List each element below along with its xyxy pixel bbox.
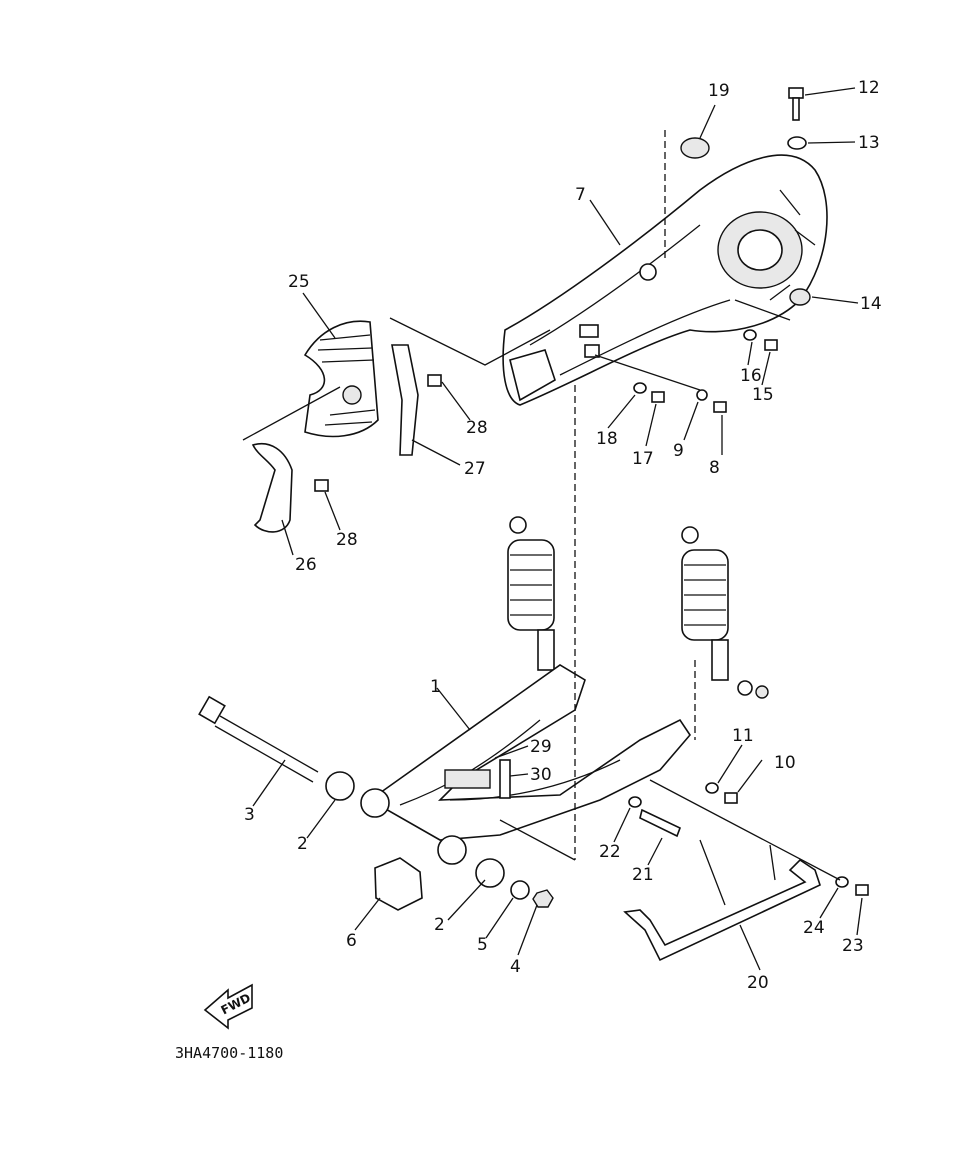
callout-8: 8 <box>709 458 720 478</box>
cap-part <box>680 137 710 159</box>
callout-30: 30 <box>530 765 552 785</box>
bolt-21-part <box>639 808 682 838</box>
callout-18: 18 <box>596 429 618 449</box>
washer-5-part <box>510 880 530 900</box>
screw-28-part <box>427 374 442 387</box>
fwd-arrow-icon: FWD <box>203 983 253 1030</box>
washer-13-part <box>787 136 807 150</box>
guide-26-part <box>251 443 293 533</box>
callout-23: 23 <box>842 936 864 956</box>
protector-6-part <box>374 857 423 911</box>
alignment-lines <box>242 130 841 881</box>
washer-16-part <box>743 329 757 341</box>
callout-16: 16 <box>740 366 762 386</box>
screw-28-part-b <box>314 479 329 492</box>
pivot-shaft-part <box>198 695 319 783</box>
callout-15: 15 <box>752 385 774 405</box>
callout-5: 5 <box>477 935 488 955</box>
callout-17: 17 <box>632 449 654 469</box>
callout-labels: 1 2 2 3 4 5 6 7 8 9 10 11 12 13 14 15 16… <box>244 78 882 993</box>
callout-12: 12 <box>858 78 880 98</box>
callout-6: 6 <box>346 931 357 951</box>
cover-part <box>303 320 379 438</box>
callout-24: 24 <box>803 918 825 938</box>
bumper-part <box>623 839 821 962</box>
washer-11-part <box>705 782 719 794</box>
callout-14: 14 <box>860 294 882 314</box>
callout-28-b: 28 <box>336 530 358 550</box>
bush-right <box>437 835 467 865</box>
callout-10: 10 <box>774 753 796 773</box>
callout-21: 21 <box>632 865 654 885</box>
collar-2-part-b <box>475 858 505 888</box>
callout-28: 28 <box>466 418 488 438</box>
shock-washer <box>737 680 753 696</box>
callout-20: 20 <box>747 973 769 993</box>
callout-19: 19 <box>708 81 730 101</box>
callout-26: 26 <box>295 555 317 575</box>
callout-7: 7 <box>575 185 586 205</box>
guard-27-part <box>391 344 419 456</box>
nut-14-part <box>789 288 811 306</box>
bush-left <box>360 788 390 818</box>
washer-9-part <box>696 389 708 401</box>
bolt-23-part <box>855 884 869 896</box>
bolt-8-part <box>713 401 727 413</box>
callout-22: 22 <box>599 842 621 862</box>
callout-27: 27 <box>464 459 486 479</box>
callout-2-b: 2 <box>434 915 445 935</box>
swingarm-part <box>368 664 692 841</box>
callout-13: 13 <box>858 133 880 153</box>
washer-22-part <box>628 796 642 808</box>
chain-case-part <box>502 154 828 406</box>
drawing-code: 3HA4700-1180 <box>175 1044 283 1062</box>
bolt-17-part <box>651 391 665 403</box>
bolt-10-part <box>724 792 738 804</box>
bolt-12-part <box>788 87 804 121</box>
callout-25: 25 <box>288 272 310 292</box>
shock-absorber-left <box>507 516 555 671</box>
callout-1: 1 <box>430 677 441 697</box>
callout-9: 9 <box>673 441 684 461</box>
callout-11: 11 <box>732 726 754 746</box>
collar-2-part <box>325 771 355 801</box>
shock-absorber-right <box>681 526 729 681</box>
leader-lines <box>252 87 863 971</box>
bolt-15-part <box>764 339 778 351</box>
nut-4-part <box>532 889 554 908</box>
callout-29: 29 <box>530 737 552 757</box>
callout-2: 2 <box>297 834 308 854</box>
callout-4: 4 <box>510 957 521 977</box>
callout-3: 3 <box>244 805 255 825</box>
washer-18-part <box>633 382 647 394</box>
shock-nut <box>755 685 769 699</box>
